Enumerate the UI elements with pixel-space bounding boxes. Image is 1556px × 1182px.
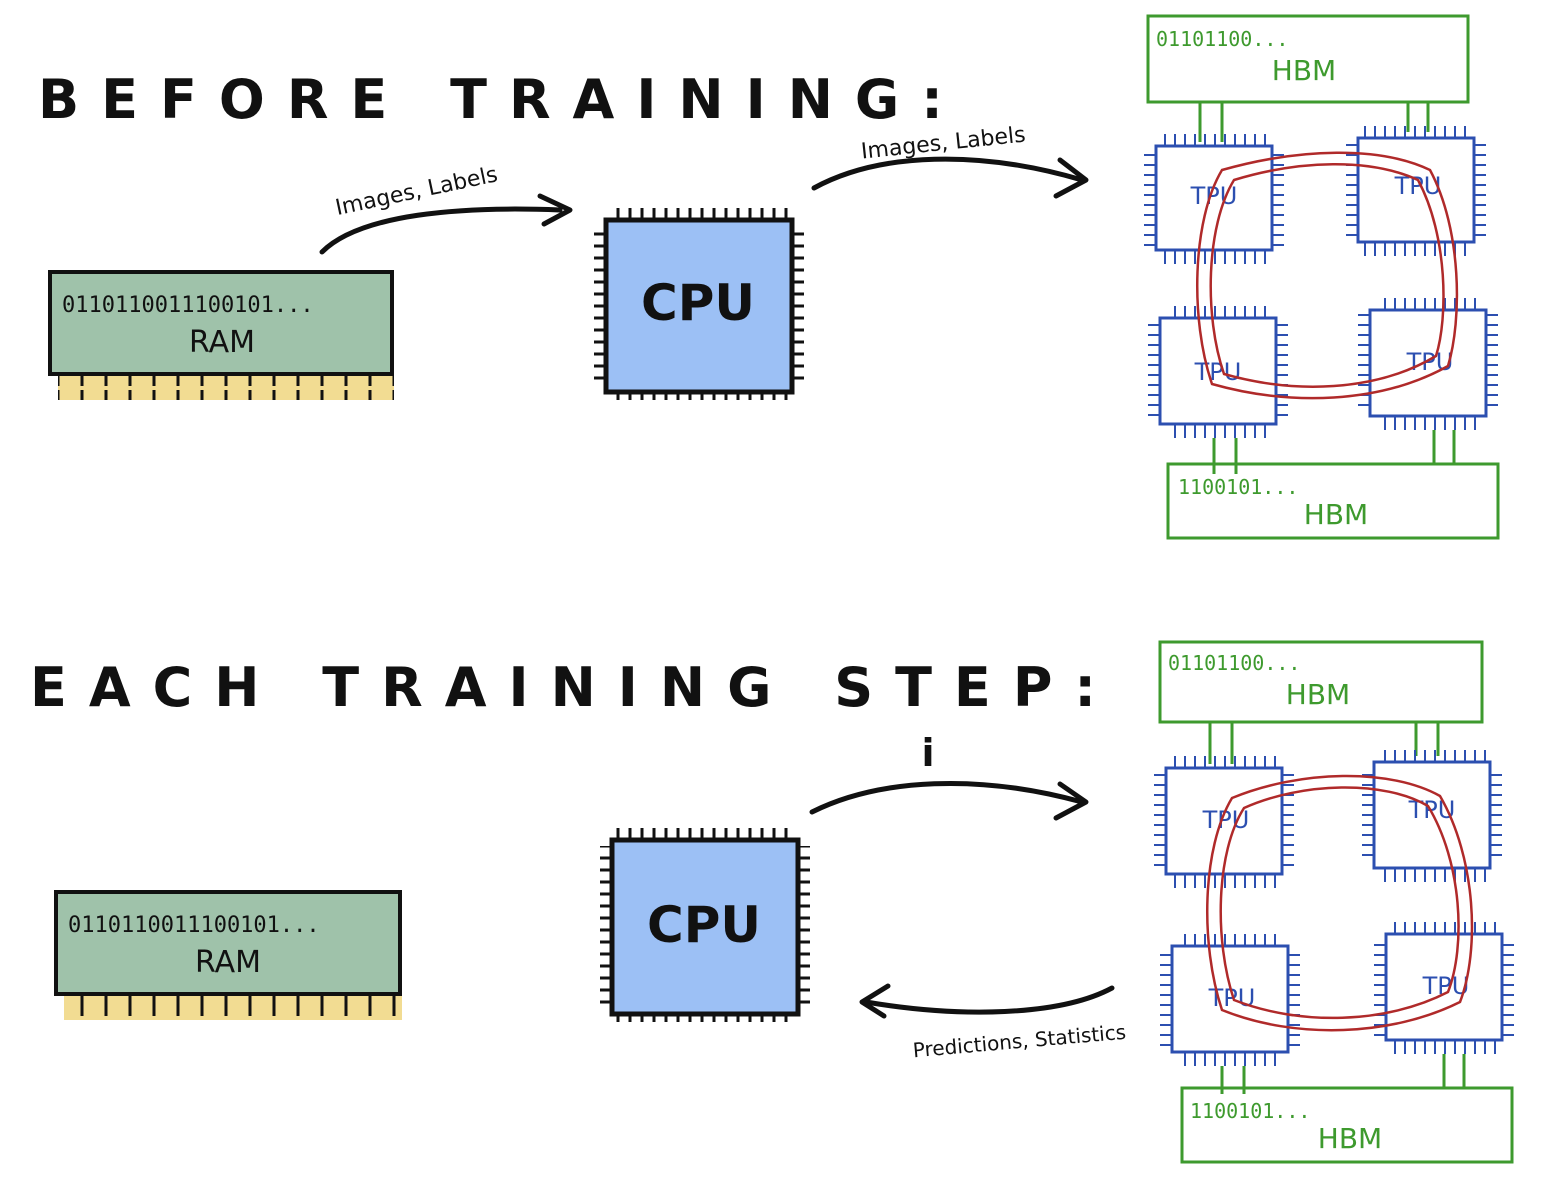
section-before-training: BEFORE TRAINING: 0110110011100101... RAM… xyxy=(38,14,1500,540)
cpu-body xyxy=(609,837,801,1017)
arrow-cpu-to-tpu: Images, Labels xyxy=(811,122,1089,199)
arrow-label: i xyxy=(921,731,934,775)
hbm-top: 01101100... HBM xyxy=(1146,14,1470,142)
section-title: EACH TRAINING STEP: xyxy=(30,656,1118,719)
ram-module: 0110110011100101... RAM xyxy=(54,890,402,1020)
hbm-chip xyxy=(1146,14,1470,104)
ram-label: RAM xyxy=(189,325,255,360)
ram-module: 0110110011100101... RAM xyxy=(48,270,394,400)
tpu-chip: TPU xyxy=(1148,306,1288,438)
tpu-interconnect-ring xyxy=(1206,774,1474,1032)
hbm-label: HBM xyxy=(1286,678,1350,711)
ram-bits: 0110110011100101... xyxy=(62,293,314,318)
section-each-training-step: EACH TRAINING STEP: 0110110011100101... … xyxy=(30,640,1514,1164)
tpu-chip: TPU xyxy=(1374,922,1514,1054)
arrow-cpu-to-tpu: i xyxy=(809,731,1089,821)
cpu-body xyxy=(603,217,795,395)
hbm-bottom: 1100101... HBM xyxy=(1166,430,1500,540)
arrow-label: Predictions, Statistics xyxy=(912,1020,1127,1063)
hbm-top: 01101100... HBM xyxy=(1158,640,1484,764)
ram-label: RAM xyxy=(195,945,261,980)
tpu-chip: TPU xyxy=(1346,126,1486,256)
ram-chip xyxy=(48,270,394,376)
tpu-grid: TPU TPU TPU xyxy=(1144,126,1498,438)
hbm-label: HBM xyxy=(1304,498,1368,531)
hbm-chip xyxy=(1180,1086,1514,1164)
ram-bits: 0110110011100101... xyxy=(68,913,320,938)
cpu-label: CPU xyxy=(647,896,761,954)
hbm-bits: 1100101... xyxy=(1190,1099,1310,1123)
cpu-chip: CPU xyxy=(600,828,810,1022)
tpu-label: TPU xyxy=(1406,348,1454,376)
hbm-label: HBM xyxy=(1318,1122,1382,1155)
hbm-bits: 01101100... xyxy=(1168,651,1300,675)
hbm-bits: 01101100... xyxy=(1156,27,1288,51)
hbm-chip xyxy=(1158,640,1484,724)
tpu-label: TPU xyxy=(1194,358,1242,386)
cpu-chip: CPU xyxy=(594,208,804,400)
arrow-ram-to-cpu: Images, Labels xyxy=(319,162,573,255)
tpu-chip: TPU xyxy=(1358,298,1498,430)
tpu-chip: TPU xyxy=(1154,756,1294,888)
cpu-label: CPU xyxy=(641,274,755,332)
hbm-label: HBM xyxy=(1272,54,1336,87)
hbm-chip xyxy=(1166,462,1500,540)
ram-chip xyxy=(54,890,402,996)
tpu-chip: TPU xyxy=(1160,934,1300,1066)
section-title: BEFORE TRAINING: xyxy=(38,68,965,131)
tpu-chip: TPU xyxy=(1362,750,1502,882)
hbm-bottom: 1100101... HBM xyxy=(1180,1054,1514,1164)
tpu-grid: TPU TPU TPU xyxy=(1154,750,1514,1066)
tpu-interconnect-ring xyxy=(1195,151,1459,400)
arrow-tpu-to-cpu: Predictions, Statistics xyxy=(859,983,1127,1063)
hbm-bits: 1100101... xyxy=(1178,475,1298,499)
